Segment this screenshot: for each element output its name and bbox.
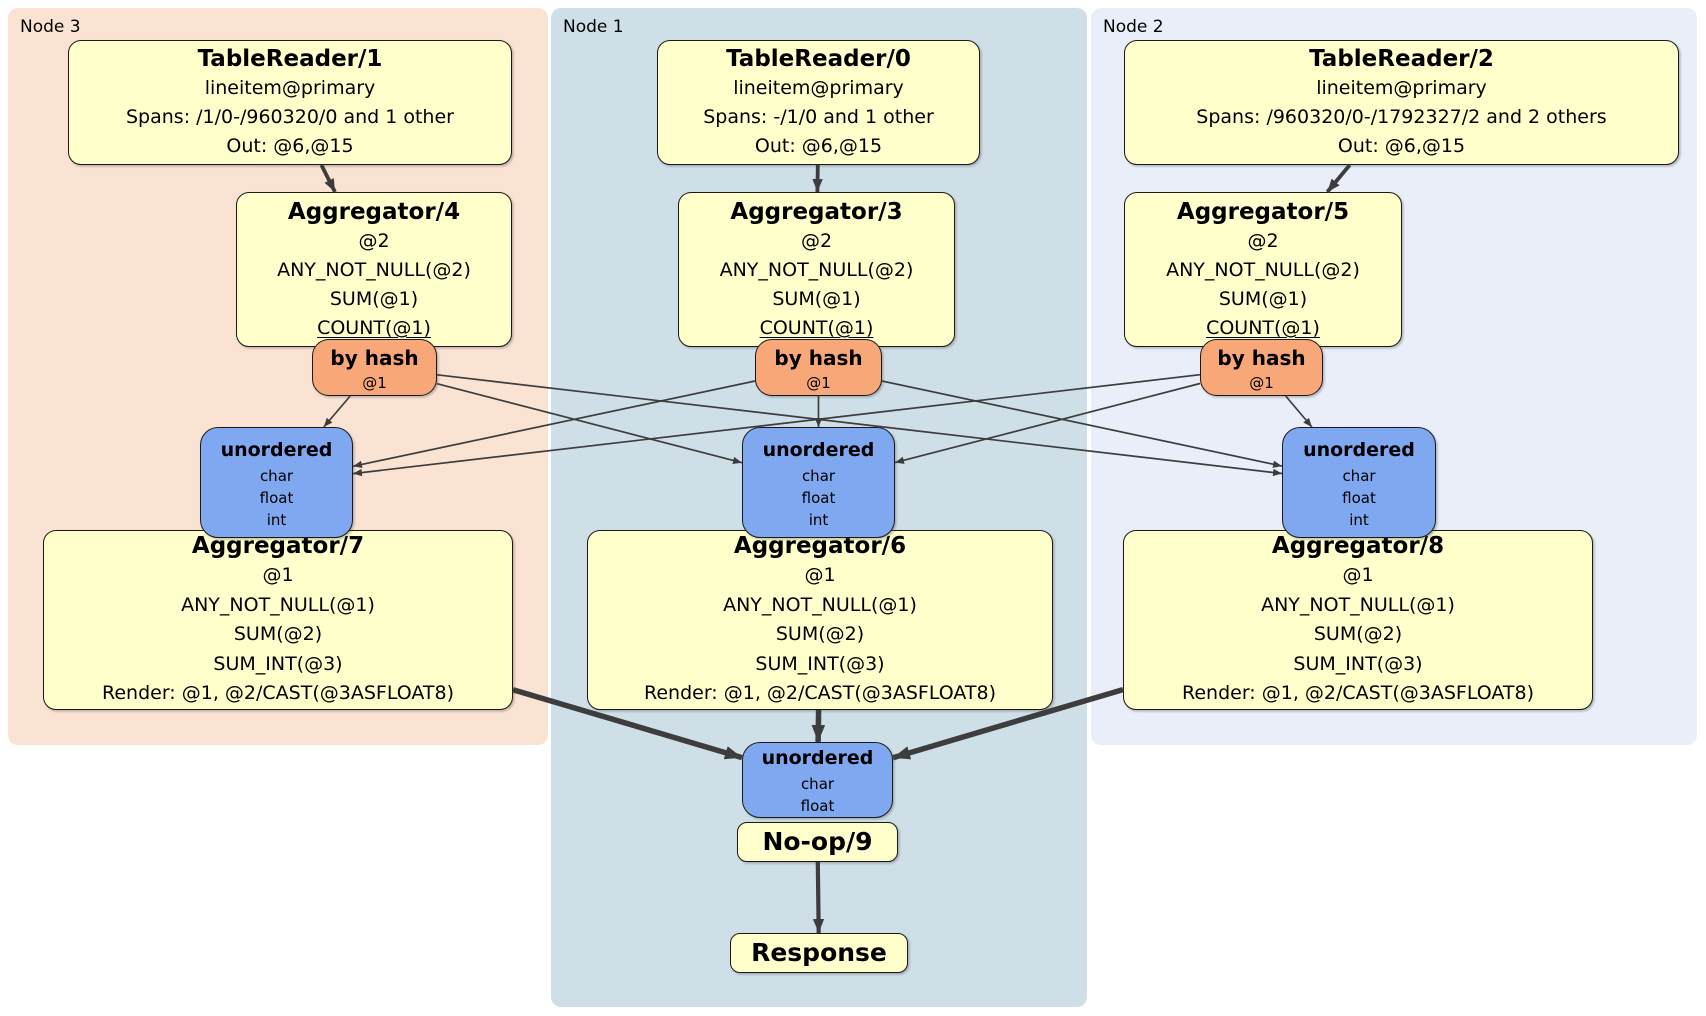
stream-unordered-node3: unordered char float int: [200, 427, 353, 538]
stream-unordered-final: unordered char float: [742, 742, 893, 818]
box-line: COUNT(@1): [1206, 316, 1320, 339]
box-line: ANY_NOT_NULL(@2): [1166, 258, 1360, 281]
box-line: Render: @1, @2/CAST(@3ASFLOAT8): [102, 682, 454, 705]
box-line: SUM(@2): [775, 623, 865, 646]
stream-type: float: [1342, 488, 1376, 507]
box-aggregator-5: Aggregator/5 @2 ANY_NOT_NULL(@2) SUM(@1)…: [1124, 192, 1402, 347]
stream-type: char: [800, 775, 835, 793]
box-aggregator-7: Aggregator/7 @1 ANY_NOT_NULL(@1) SUM(@2)…: [43, 530, 513, 710]
box-noop-9: No-op/9: [737, 822, 898, 862]
box-tablereader-0: TableReader/0 lineitem@primary Spans: -/…: [657, 40, 980, 165]
stream-type: char: [801, 466, 836, 485]
box-line: @2: [358, 229, 390, 252]
stream-type: int: [1349, 510, 1369, 529]
box-aggregator-8: Aggregator/8 @1 ANY_NOT_NULL(@1) SUM(@2)…: [1123, 530, 1593, 710]
box-line: @2: [800, 229, 833, 252]
router-columns: @1: [362, 373, 387, 392]
box-line: ANY_NOT_NULL(@2): [719, 258, 914, 281]
box-line: Spans: -/1/0 and 1 other: [703, 106, 934, 128]
box-line: SUM(@2): [1313, 623, 1403, 646]
box-title: TableReader/0: [726, 46, 911, 72]
box-line: ANY_NOT_NULL(@2): [277, 258, 471, 281]
box-aggregator-6: Aggregator/6 @1 ANY_NOT_NULL(@1) SUM(@2)…: [587, 530, 1053, 710]
router-by-hash-node3: by hash @1: [312, 339, 437, 396]
stream-title: unordered: [762, 438, 875, 461]
box-line: SUM(@2): [233, 623, 323, 646]
router-title: by hash: [774, 345, 863, 370]
router-columns: @1: [806, 373, 831, 392]
box-line: Spans: /960320/0-/1792327/2 and 2 others: [1196, 106, 1607, 128]
box-line: SUM_INT(@3): [1293, 652, 1423, 675]
router-by-hash-node2: by hash @1: [1200, 339, 1323, 396]
stream-title: unordered: [761, 747, 874, 769]
box-line: Out: @6,@15: [1337, 135, 1466, 157]
stream-type: char: [1342, 466, 1376, 485]
node-1-label: Node 1: [563, 17, 624, 37]
box-line: COUNT(@1): [317, 316, 431, 339]
box-line: COUNT(@1): [759, 316, 874, 339]
box-line: Out: @6,@15: [754, 135, 883, 157]
box-title: Aggregator/4: [287, 198, 461, 225]
box-line: SUM_INT(@3): [213, 652, 343, 675]
box-line: ANY_NOT_NULL(@1): [1261, 593, 1455, 616]
router-title: by hash: [330, 345, 419, 370]
box-aggregator-4: Aggregator/4 @2 ANY_NOT_NULL(@2) SUM(@1)…: [236, 192, 512, 347]
box-tablereader-1: TableReader/1 lineitem@primary Spans: /1…: [68, 40, 512, 165]
node-3-label: Node 3: [20, 17, 81, 37]
box-response: Response: [730, 933, 908, 973]
node-2-label: Node 2: [1103, 17, 1164, 37]
box-line: @1: [262, 564, 294, 587]
stream-unordered-node2: unordered char float int: [1282, 427, 1436, 538]
box-line: Out: @6,@15: [226, 135, 354, 157]
box-line: @1: [1342, 564, 1374, 587]
box-title: No-op/9: [762, 827, 873, 856]
box-line: ANY_NOT_NULL(@1): [723, 593, 917, 616]
stream-type: int: [808, 510, 829, 529]
stream-unordered-node1: unordered char float int: [742, 427, 895, 538]
box-line: SUM(@1): [1218, 287, 1308, 310]
box-title: Aggregator/5: [1176, 198, 1350, 225]
box-tablereader-2: TableReader/2 lineitem@primary Spans: /9…: [1124, 40, 1679, 165]
box-line: lineitem@primary: [1316, 77, 1487, 99]
stream-type: float: [800, 797, 835, 815]
box-line: SUM(@1): [772, 287, 861, 310]
box-aggregator-3: Aggregator/3 @2 ANY_NOT_NULL(@2) SUM(@1)…: [678, 192, 955, 347]
box-line: Render: @1, @2/CAST(@3ASFLOAT8): [644, 682, 996, 705]
stream-title: unordered: [220, 438, 333, 461]
router-by-hash-node1: by hash @1: [755, 339, 882, 396]
box-title: Response: [751, 938, 887, 967]
router-title: by hash: [1217, 345, 1306, 370]
box-line: Render: @1, @2/CAST(@3ASFLOAT8): [1182, 682, 1534, 705]
stream-type: float: [259, 488, 294, 507]
box-title: Aggregator/3: [730, 198, 903, 225]
box-title: TableReader/1: [197, 46, 383, 72]
router-columns: @1: [1249, 373, 1274, 392]
box-line: SUM(@1): [329, 287, 419, 310]
stream-type: char: [259, 466, 294, 485]
box-title: TableReader/2: [1309, 46, 1494, 72]
stream-title: unordered: [1303, 438, 1415, 461]
stream-type: float: [801, 488, 836, 507]
box-line: Spans: /1/0-/960320/0 and 1 other: [126, 106, 454, 128]
stream-type: int: [266, 510, 287, 529]
box-line: lineitem@primary: [204, 77, 376, 99]
box-line: lineitem@primary: [733, 77, 904, 99]
box-line: SUM_INT(@3): [755, 652, 885, 675]
box-line: ANY_NOT_NULL(@1): [181, 593, 375, 616]
box-line: @1: [804, 564, 836, 587]
box-line: @2: [1247, 229, 1279, 252]
